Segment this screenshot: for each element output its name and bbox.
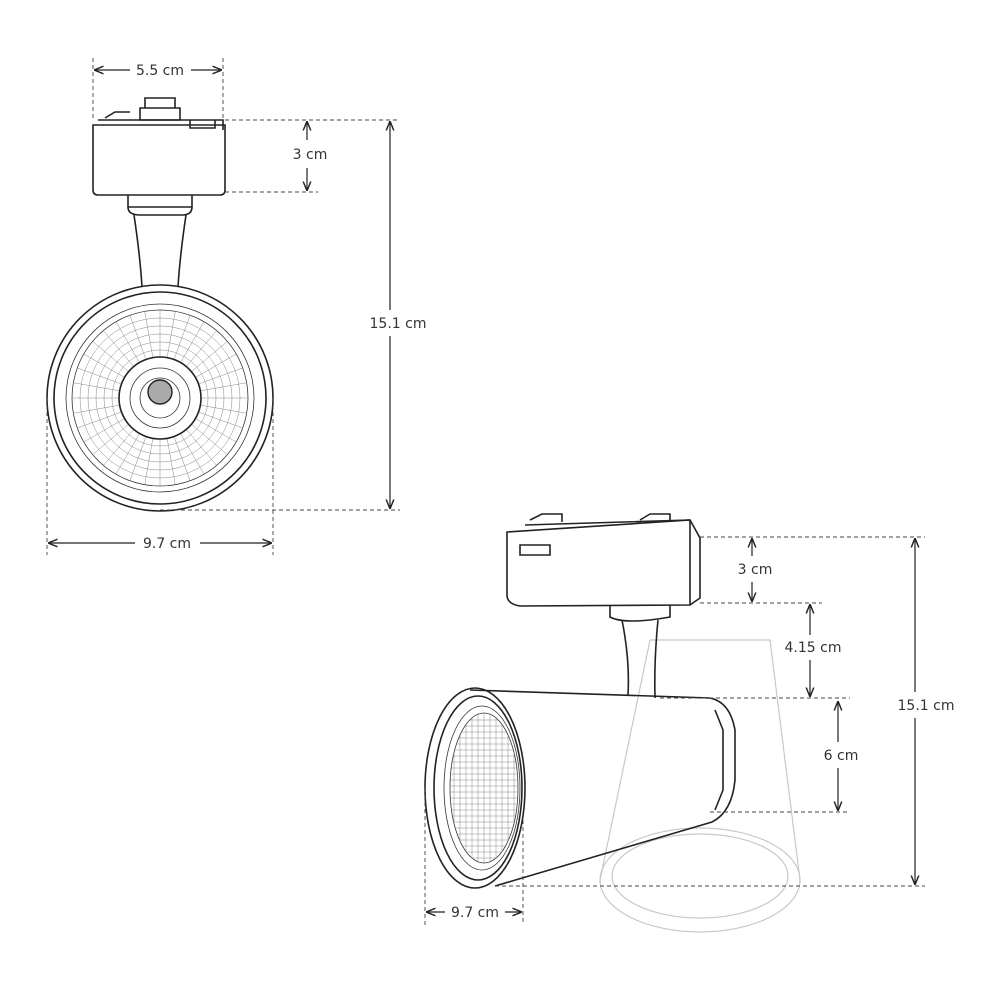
front-width-label: 5.5 cm bbox=[136, 63, 184, 79]
front-total-height-label: 15.1 cm bbox=[370, 316, 427, 332]
side-mount-height-label: 3 cm bbox=[738, 562, 773, 578]
front-dimensions bbox=[47, 58, 400, 555]
front-mount-height-label: 3 cm bbox=[293, 147, 328, 163]
side-dimensions bbox=[425, 537, 925, 925]
reflector-grid-side bbox=[450, 713, 518, 863]
side-head-height-label: 6 cm bbox=[824, 748, 859, 764]
front-view-drawing bbox=[46, 97, 274, 512]
front-diameter-label: 9.7 cm bbox=[143, 536, 191, 552]
side-diameter-label: 9.7 cm bbox=[451, 905, 499, 921]
reflector-grid bbox=[72, 310, 248, 486]
lens-icon bbox=[147, 379, 173, 405]
side-stem-height-label: 4.15 cm bbox=[785, 640, 842, 656]
side-view-drawing bbox=[424, 513, 801, 933]
side-total-height-label: 15.1 cm bbox=[898, 698, 955, 714]
